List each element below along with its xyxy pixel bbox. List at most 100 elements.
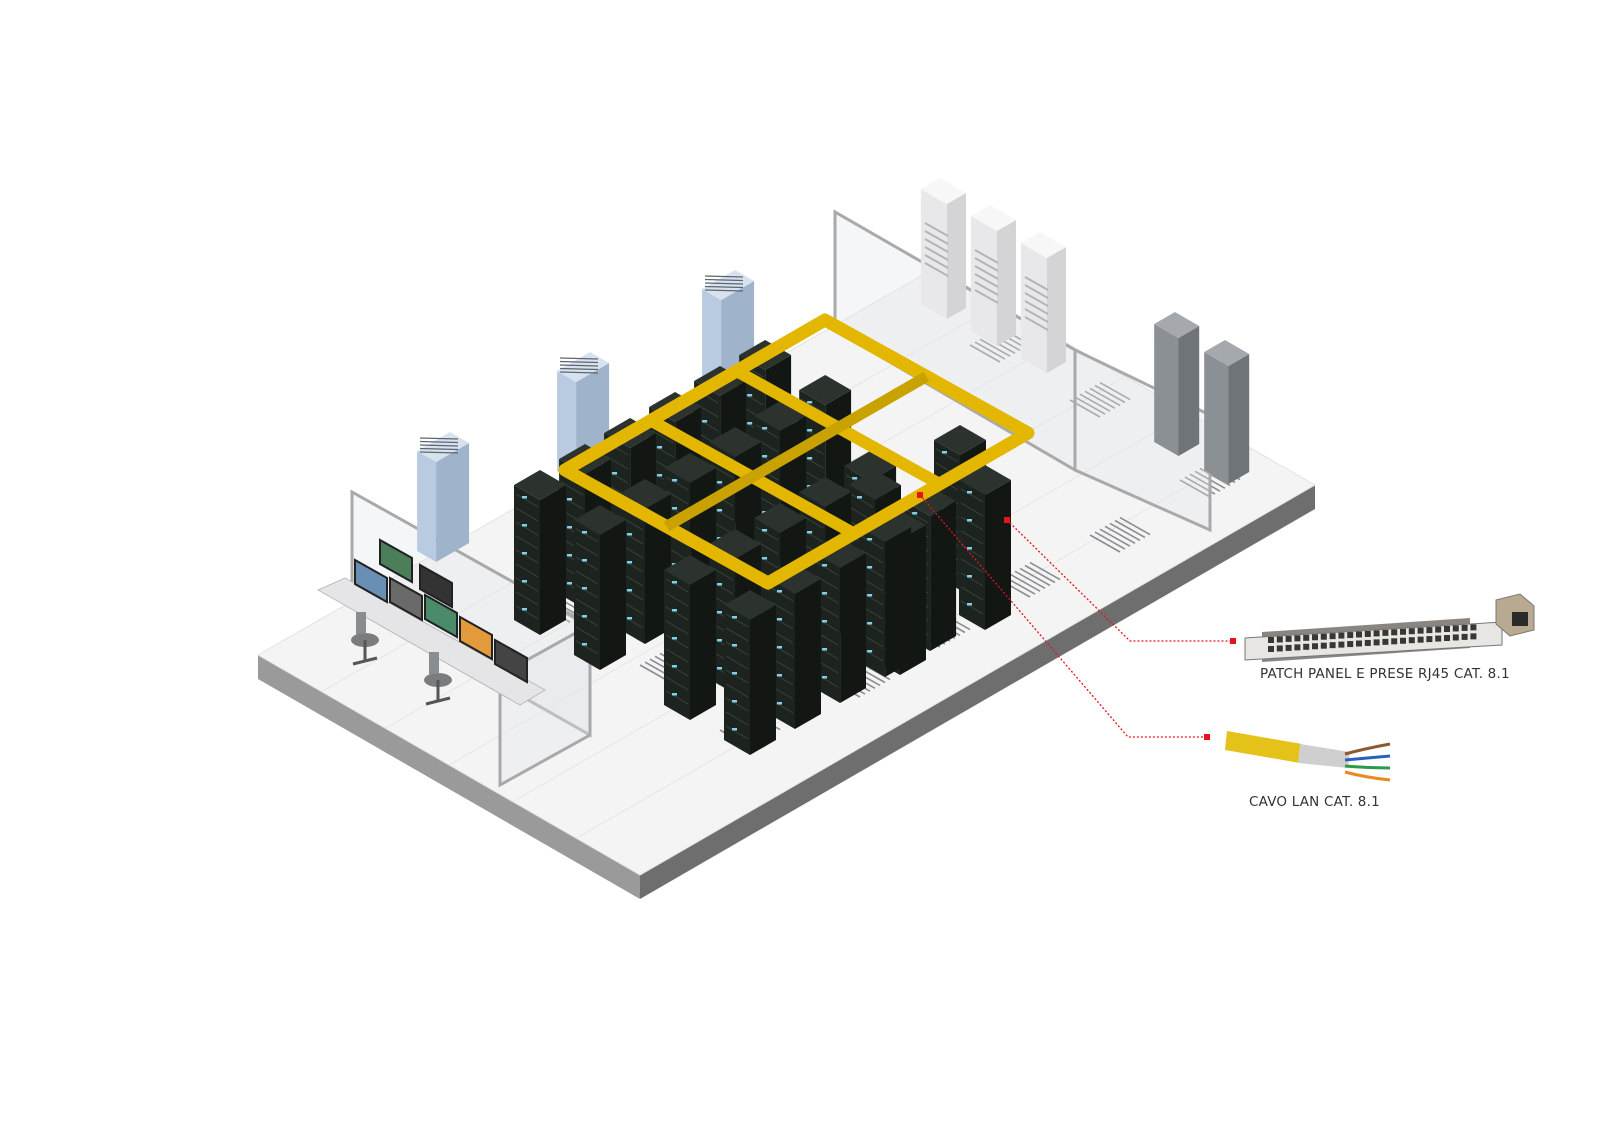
- rack-led: [777, 618, 783, 621]
- rack-unit-line: [575, 584, 599, 599]
- rj45-port: [1470, 633, 1477, 640]
- rack-unit-line: [665, 676, 689, 691]
- server-rack: [814, 538, 866, 703]
- vent-slat: [979, 338, 1011, 357]
- rack-unit-line: [960, 600, 984, 615]
- rack-led: [717, 481, 723, 484]
- floor-vent-grate: [1089, 516, 1151, 553]
- rj45-port: [1356, 640, 1362, 647]
- rj45-port: [1338, 632, 1345, 639]
- patch-panel-callout-line: [1006, 519, 1233, 642]
- rj45-port: [1312, 643, 1318, 650]
- rack-led: [807, 531, 813, 534]
- box-right-face: [985, 480, 1011, 630]
- callout-lines: [917, 492, 1236, 740]
- box-left-face: [920, 189, 947, 319]
- rack-unit-line: [755, 438, 779, 453]
- rack-unit-line: [725, 725, 749, 740]
- rack-unit-line: [665, 662, 689, 677]
- ac-grille: [559, 357, 599, 360]
- twisted-pair-wire: [1344, 742, 1391, 756]
- rack-led: [717, 639, 723, 642]
- rj45-port: [1470, 624, 1477, 631]
- rack-unit-line: [665, 606, 689, 621]
- box-left-face: [1154, 324, 1179, 456]
- rack-led: [717, 509, 723, 512]
- unit-vent: [924, 222, 949, 237]
- unit-vent: [974, 273, 999, 288]
- rack-led: [777, 702, 783, 705]
- rj45-port: [1373, 630, 1380, 637]
- monitor: [424, 593, 458, 639]
- tray-center-bar: [663, 371, 930, 532]
- office-chair: [351, 612, 379, 666]
- rj45-port: [1417, 627, 1424, 634]
- rack-unit-line: [710, 566, 734, 581]
- rack-unit-line: [665, 578, 689, 593]
- rack-unit-line: [575, 542, 599, 557]
- chair-base: [352, 656, 378, 666]
- rack-led: [672, 507, 678, 510]
- unit-vent: [974, 257, 999, 272]
- rj45-port: [1382, 638, 1389, 645]
- rack-led: [822, 592, 828, 595]
- rack-led: [657, 446, 663, 449]
- white-cooling-unit: [970, 205, 1016, 346]
- box-top-face: [1204, 340, 1250, 366]
- rack-led: [762, 427, 768, 430]
- unit-vent: [1024, 300, 1049, 315]
- rj45-port: [1391, 638, 1398, 645]
- rj45-port: [1329, 642, 1336, 649]
- vent-slat: [1104, 525, 1136, 544]
- rack-led: [967, 547, 972, 550]
- box-left-face: [970, 216, 997, 346]
- box-right-face: [540, 485, 566, 635]
- lan-cable-label: CAVO LAN CAT. 8.1: [1249, 794, 1380, 810]
- ac-grille: [419, 447, 459, 451]
- rack-unit-line: [515, 577, 539, 592]
- rack-unit-line: [960, 502, 984, 517]
- box-left-face: [724, 605, 750, 755]
- vent-slat: [1114, 519, 1146, 539]
- rj45-port: [1303, 643, 1310, 650]
- lan-cable-callout-line-end-dot: [1204, 734, 1210, 740]
- rack-unit-line: [725, 627, 749, 642]
- rack-led: [942, 451, 947, 454]
- server-rack: [514, 470, 566, 635]
- rj45-port: [1408, 628, 1415, 635]
- vent-slat: [1014, 570, 1046, 589]
- rack-led: [912, 512, 918, 515]
- rack-unit-line: [605, 455, 629, 470]
- rack-unit-line: [515, 591, 539, 606]
- twisted-pair-wire: [1344, 770, 1391, 782]
- rack-led: [717, 583, 723, 586]
- lan-cable-callout-line-start-dot: [917, 492, 923, 498]
- rack-led: [777, 674, 783, 677]
- rack-led: [672, 665, 677, 668]
- unit-vent: [974, 265, 999, 280]
- box-top-face: [1154, 312, 1200, 338]
- rack-unit-line: [960, 488, 984, 503]
- box-top-face: [1020, 232, 1066, 258]
- rack-led: [567, 498, 573, 501]
- rack-led: [967, 519, 972, 522]
- ac-grille: [559, 364, 599, 367]
- keystone-jack-image: [1495, 593, 1535, 637]
- box-right-face: [600, 520, 626, 670]
- server-rack: [574, 505, 626, 670]
- box-top-face: [574, 505, 626, 535]
- vent-slat: [1029, 561, 1061, 581]
- rj45-port: [1391, 629, 1398, 636]
- rack-unit-line: [770, 601, 794, 616]
- rj45-port: [1452, 625, 1459, 632]
- floor-right-edge: [640, 485, 1315, 899]
- rack-unit-line: [515, 605, 539, 620]
- vent-slat: [1089, 534, 1121, 553]
- rack-led: [967, 603, 972, 606]
- rj45-port: [1408, 637, 1415, 644]
- chair-base: [425, 696, 451, 706]
- box-left-face: [959, 480, 985, 630]
- rack-unit-line: [575, 640, 599, 655]
- office-chair: [424, 652, 452, 706]
